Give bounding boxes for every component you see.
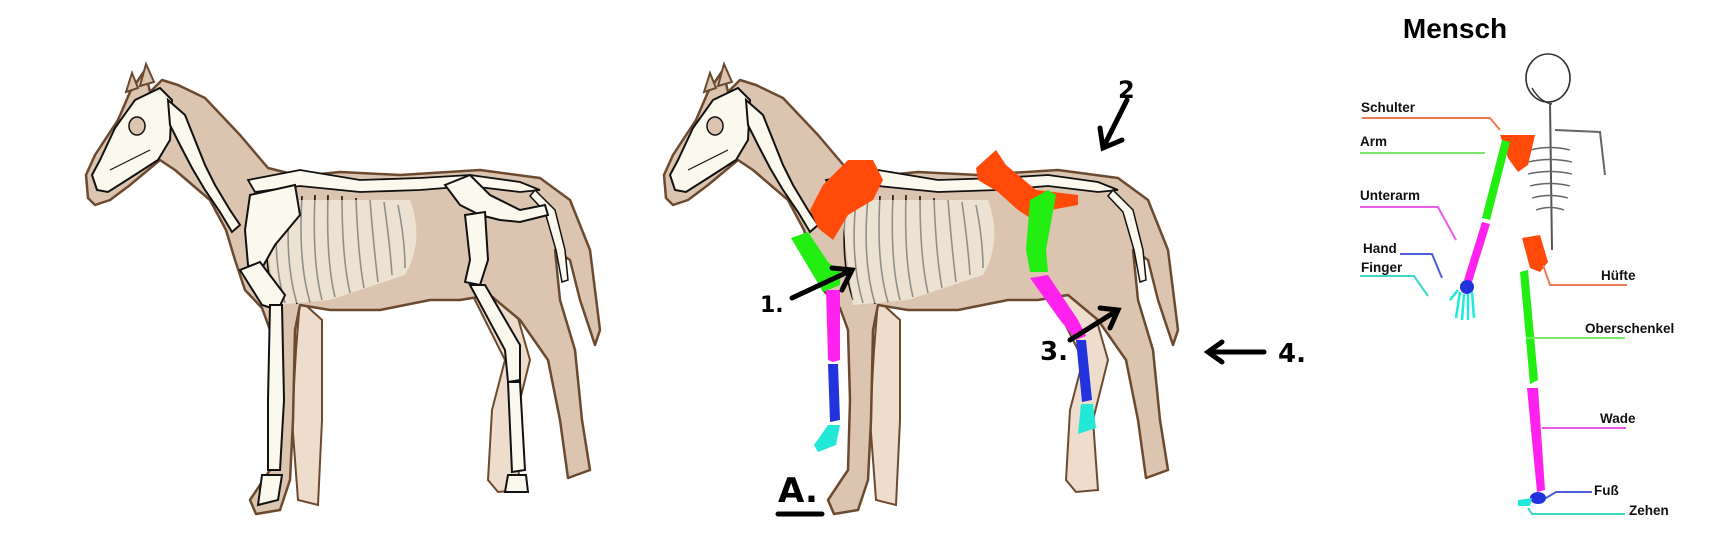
label-wade: Wade bbox=[1600, 411, 1636, 426]
arrow-2 bbox=[1097, 97, 1130, 152]
leader-finger bbox=[1360, 275, 1429, 297]
human-bone-toes bbox=[1518, 498, 1532, 506]
callout-label-4: 4. bbox=[1278, 339, 1306, 369]
label-arm: Arm bbox=[1360, 134, 1387, 149]
leader-hand bbox=[1400, 253, 1443, 279]
leader-zehen bbox=[1527, 507, 1625, 515]
label-schulter: Schulter bbox=[1361, 100, 1416, 115]
arrow-1 bbox=[789, 265, 856, 301]
horse-skeleton-plain bbox=[84, 62, 602, 516]
label-finger: Finger bbox=[1361, 260, 1403, 275]
bone-shoulder bbox=[810, 160, 883, 240]
bone-forearm bbox=[826, 290, 840, 362]
human-bone-hip bbox=[1522, 235, 1548, 272]
label-zehen: Zehen bbox=[1629, 503, 1669, 518]
arrow-3 bbox=[1067, 305, 1122, 343]
human-title: Mensch bbox=[1403, 13, 1507, 44]
human-bone-forearm bbox=[1464, 222, 1490, 282]
human-bone-fingers bbox=[1449, 289, 1476, 321]
human-bone-thigh bbox=[1520, 270, 1538, 384]
horse-skeleton-colored bbox=[662, 62, 1180, 516]
label-oberschenkel: Oberschenkel bbox=[1585, 321, 1674, 336]
leader-lines bbox=[1360, 117, 1627, 515]
human-bone-foot bbox=[1530, 492, 1546, 504]
human-skeleton bbox=[1449, 53, 1606, 506]
callout-label-2: 2 bbox=[1118, 76, 1135, 104]
callout-label-3: 3. bbox=[1040, 337, 1068, 367]
human-bone-calf bbox=[1527, 388, 1545, 492]
bone-foot bbox=[1076, 340, 1092, 402]
label-hand: Hand bbox=[1363, 241, 1397, 256]
arrow-4 bbox=[1203, 339, 1267, 365]
leader-schulter bbox=[1362, 117, 1501, 131]
leader-unterarm bbox=[1360, 206, 1457, 241]
label-fuss: Fuß bbox=[1594, 483, 1619, 498]
human-bone-arm bbox=[1482, 140, 1510, 220]
figure-marker-a: A. bbox=[778, 471, 818, 511]
leader-huefte bbox=[1542, 264, 1627, 286]
bone-finger bbox=[814, 425, 840, 452]
bone-upper-arm bbox=[791, 232, 840, 292]
bone-calf bbox=[1030, 275, 1086, 340]
bone-hand bbox=[828, 364, 840, 422]
human-bone-hand bbox=[1460, 280, 1474, 294]
callout-label-1: 1. bbox=[760, 293, 784, 318]
callout-arrows bbox=[789, 97, 1267, 365]
label-unterarm: Unterarm bbox=[1360, 188, 1420, 203]
bone-toe bbox=[1078, 404, 1096, 434]
bone-thigh bbox=[1026, 190, 1056, 272]
label-huefte: Hüfte bbox=[1601, 268, 1636, 283]
leader-fuss bbox=[1545, 491, 1592, 499]
